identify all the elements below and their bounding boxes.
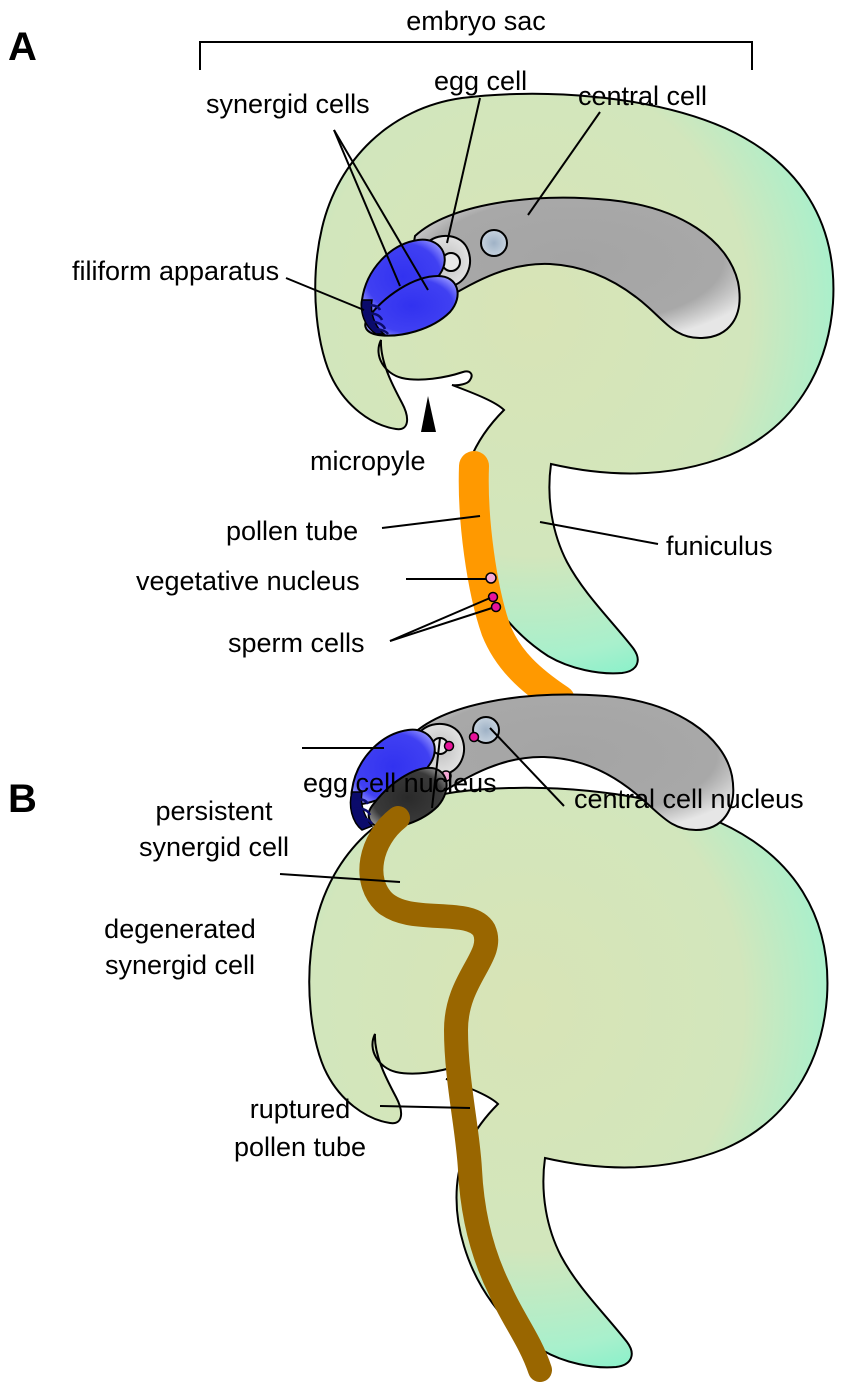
egg-cell-nucleus-label: egg cell nucleus [303, 768, 497, 798]
panel-a: A embryo sac [8, 6, 833, 700]
persistent-synergid-label-line2: synergid cell [139, 832, 289, 862]
panel-b-letter: B [8, 777, 37, 821]
ovule-body [315, 94, 833, 674]
egg-cell-sperm [445, 742, 454, 751]
funiculus-label: funiculus [666, 531, 773, 561]
central-cell-label: central cell [578, 81, 707, 111]
micropyle-arrowhead [421, 396, 436, 432]
central-cell-nucleus [481, 230, 507, 256]
panel-b: B egg cell nucleus [8, 695, 827, 1370]
sperm-cell-2 [492, 603, 501, 612]
ovule-body-b [309, 788, 827, 1368]
synergid-cells-label: synergid cells [206, 89, 370, 119]
sperm-cell-1 [489, 593, 498, 602]
sperm-leader-2 [390, 608, 492, 641]
vegetative-nucleus-label: vegetative nucleus [136, 566, 360, 596]
micropyle-label: micropyle [310, 446, 426, 476]
pollen-tube-label: pollen tube [226, 516, 358, 546]
egg-cell-label: egg cell [434, 66, 527, 96]
ruptured-tube-label-line2: pollen tube [234, 1132, 366, 1162]
vegetative-nucleus [486, 573, 496, 583]
sperm-cells-label: sperm cells [228, 628, 365, 658]
embryo-sac-label: embryo sac [406, 6, 546, 36]
central-cell-nucleus-label: central cell nucleus [574, 784, 804, 814]
central-cell-sperm [470, 733, 479, 742]
filiform-apparatus-label: filiform apparatus [72, 256, 279, 286]
ruptured-tube-label-line1: ruptured [250, 1094, 351, 1124]
sperm-leader-1 [390, 598, 490, 641]
degenerated-synergid-label-line2: synergid cell [105, 950, 255, 980]
panel-a-letter: A [8, 25, 37, 69]
persistent-synergid-label-line1: persistent [155, 796, 273, 826]
degenerated-synergid-label-line1: degenerated [104, 914, 256, 944]
